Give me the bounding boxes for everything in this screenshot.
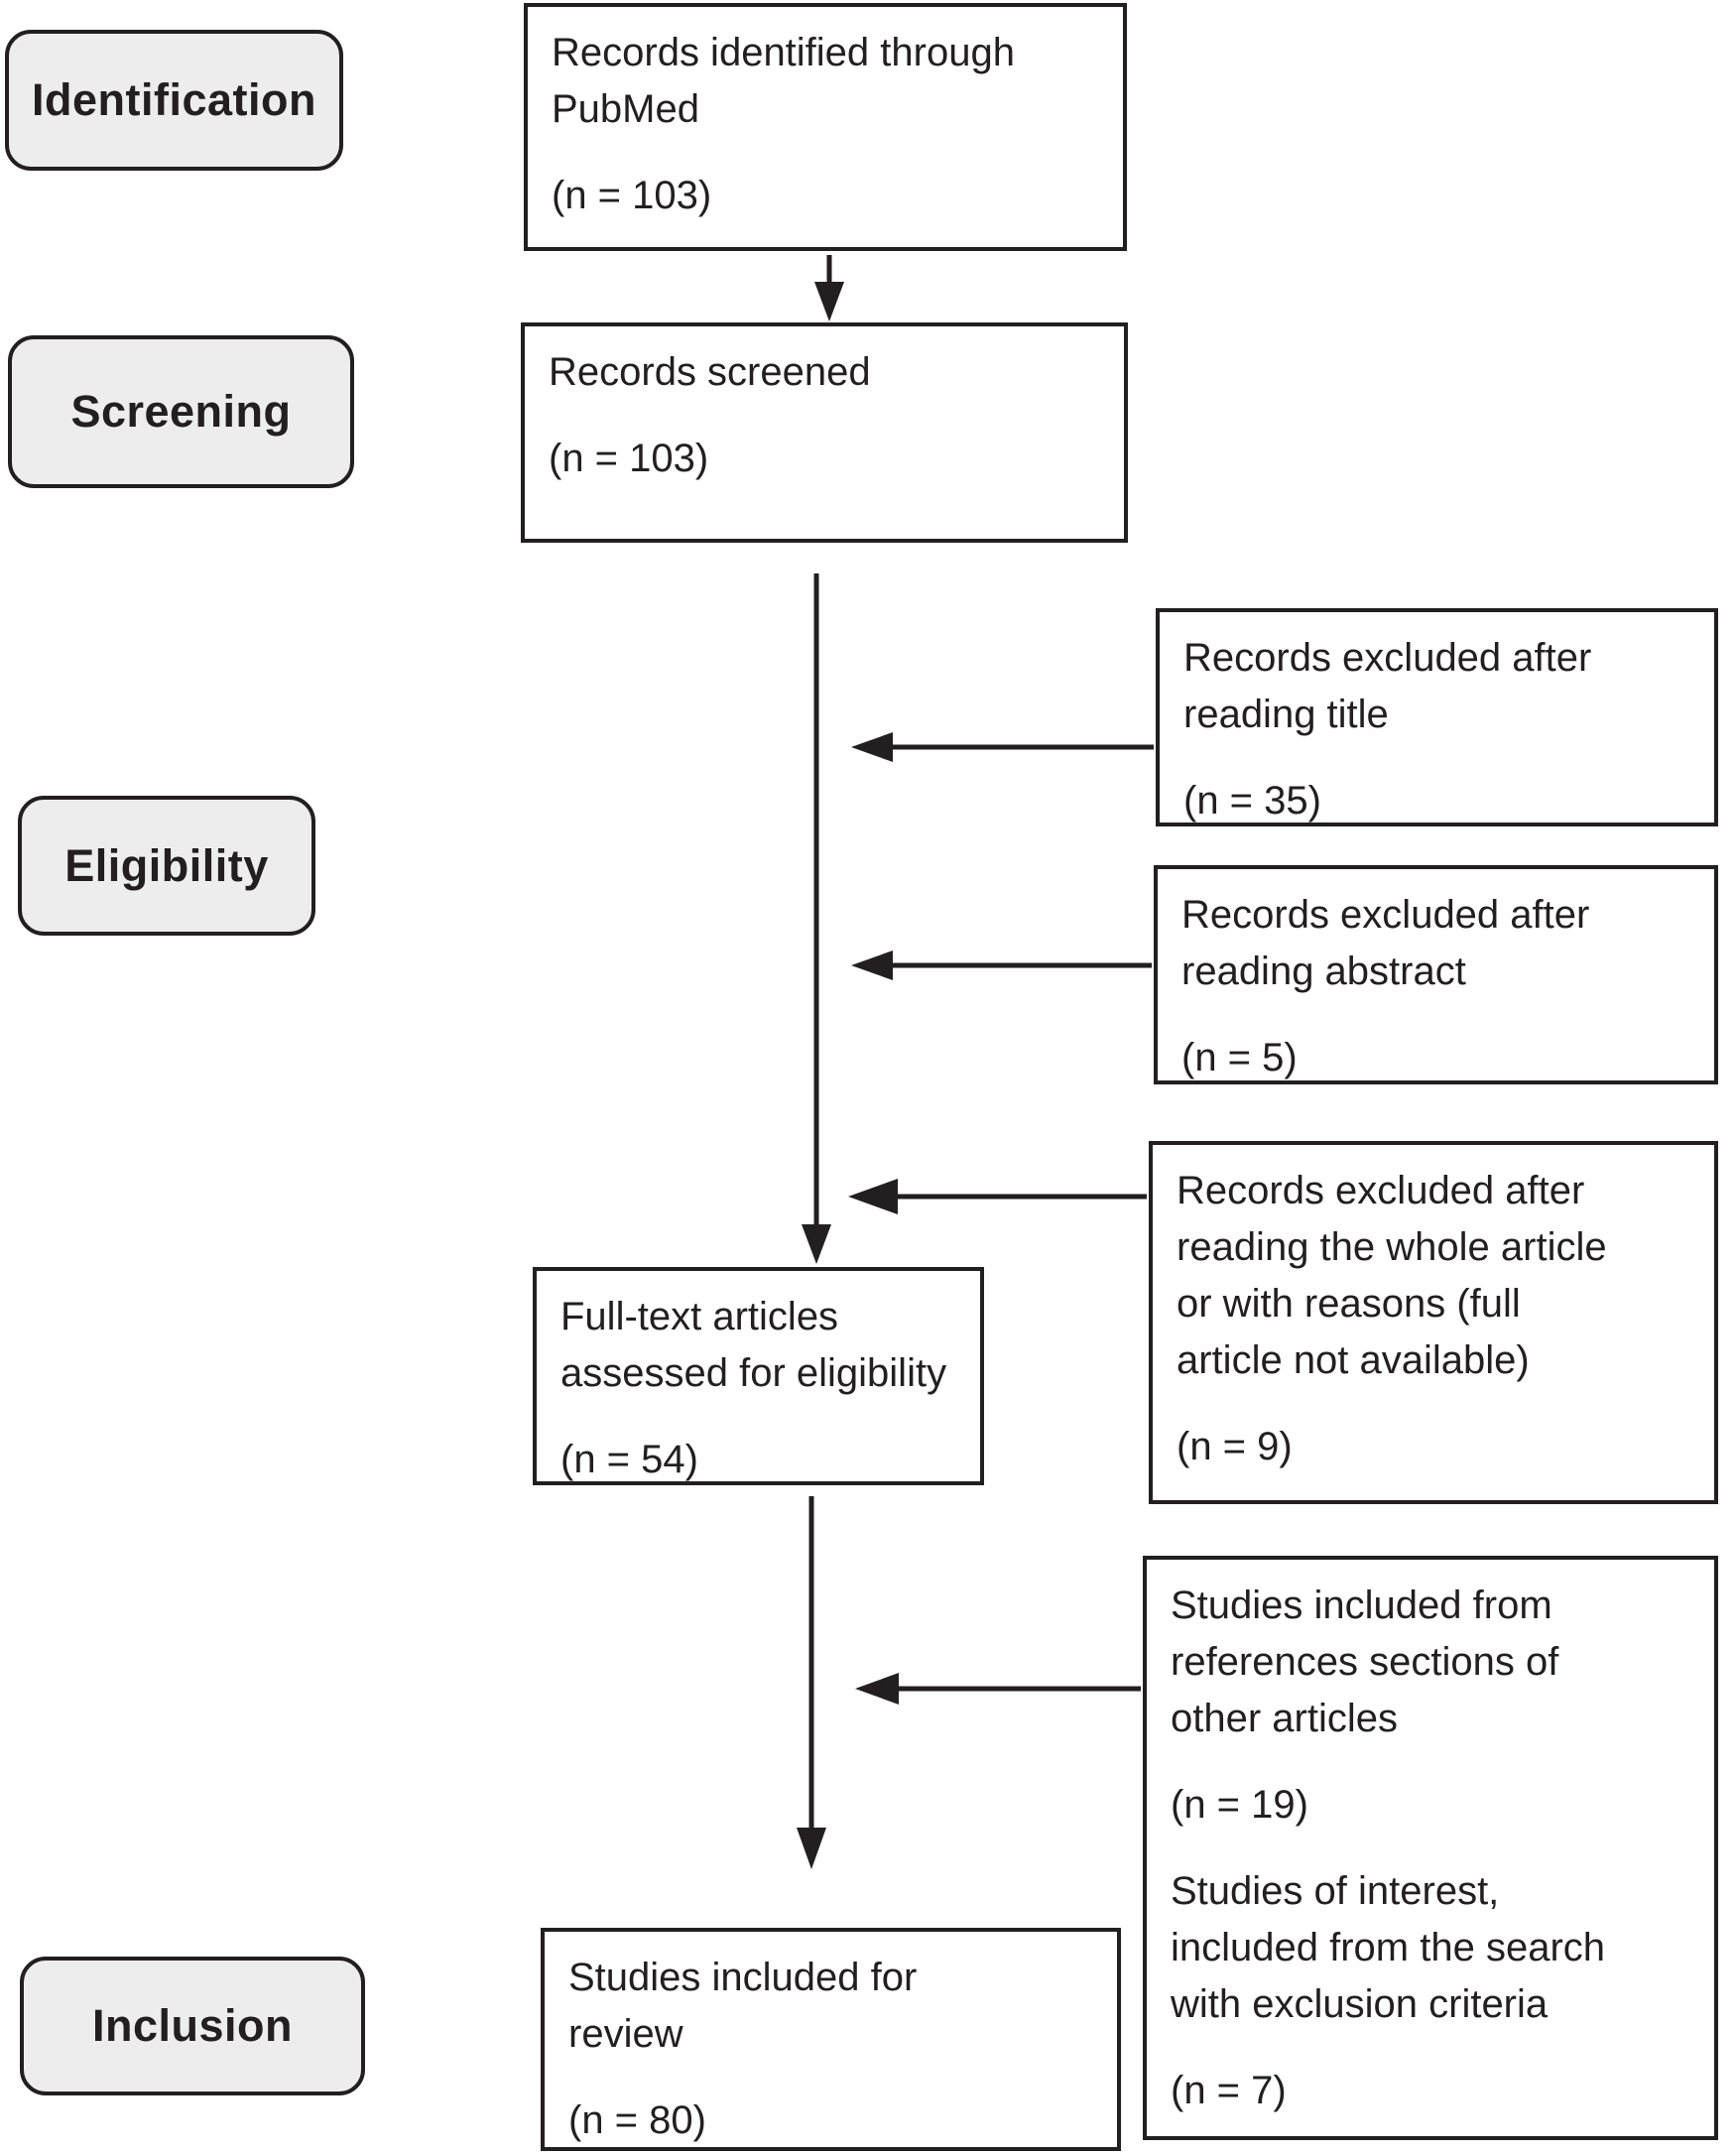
- stage-label-screening: Screening: [8, 335, 354, 488]
- box-count: (n = 19): [1171, 1783, 1308, 1827]
- box-text: Studies included for review: [568, 1956, 918, 2056]
- arrow-excluded-fulltext-head: [848, 1179, 898, 1214]
- stage-label-text: Identification: [32, 74, 316, 125]
- box-count: (n = 5): [1181, 1036, 1298, 1079]
- box-text: Records screened: [549, 350, 871, 394]
- box-text: Records excluded after reading the whole…: [1177, 1169, 1607, 1382]
- arrow-excluded-title-head: [851, 732, 893, 762]
- stage-label-text: Screening: [70, 386, 292, 437]
- box-count: (n = 9): [1177, 1425, 1293, 1468]
- box-excluded-after-abstract: Records excluded after reading abstract …: [1154, 865, 1718, 1084]
- box-records-screened: Records screened (n = 103): [521, 322, 1128, 543]
- box-fulltext-assessed: Full-text articles assessed for eligibil…: [533, 1267, 984, 1485]
- stage-label-inclusion: Inclusion: [20, 1957, 365, 2095]
- box-records-identified: Records identified through PubMed (n = 1…: [524, 3, 1127, 251]
- box-count: (n = 103): [549, 437, 709, 480]
- box-text: Records identified through PubMed: [552, 31, 1015, 131]
- flowline-fulltext-to-included-head: [797, 1828, 826, 1869]
- flowline-screened-to-fulltext-head: [802, 1224, 831, 1264]
- box-added-studies: Studies included from references section…: [1143, 1556, 1718, 2140]
- box-count: (n = 103): [552, 174, 712, 217]
- stage-label-text: Inclusion: [91, 2000, 293, 2051]
- stage-label-text: Eligibility: [64, 839, 269, 891]
- box-text: Full-text articles assessed for eligibil…: [560, 1295, 947, 1395]
- box-studies-included-review: Studies included for review (n = 80): [541, 1928, 1121, 2151]
- box-text: Records excluded after reading abstract: [1181, 893, 1590, 993]
- box-count: (n = 80): [568, 2098, 706, 2142]
- box-text: Studies of interest, included from the s…: [1171, 1869, 1606, 2026]
- box-count: (n = 54): [560, 1438, 698, 1481]
- box-text: Records excluded after reading title: [1183, 636, 1592, 736]
- arrow-excluded-abstract-head: [851, 950, 893, 980]
- box-text: Studies included from references section…: [1171, 1584, 1559, 1740]
- box-excluded-after-fulltext: Records excluded after reading the whole…: [1149, 1141, 1718, 1504]
- box-count: (n = 7): [1171, 2069, 1287, 2112]
- stage-label-identification: Identification: [5, 30, 343, 171]
- stage-label-eligibility: Eligibility: [18, 796, 315, 936]
- arrow-added-studies-head: [855, 1673, 899, 1705]
- arrow-identified-to-screened-head: [814, 282, 844, 321]
- box-count: (n = 35): [1183, 779, 1321, 823]
- box-excluded-after-title: Records excluded after reading title (n …: [1156, 608, 1718, 826]
